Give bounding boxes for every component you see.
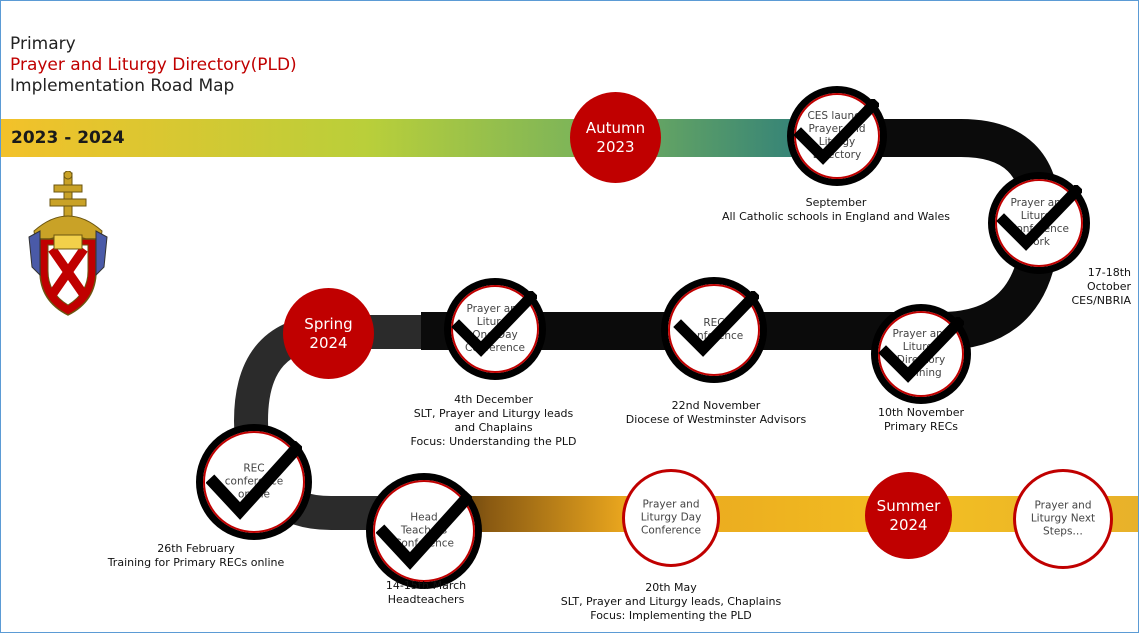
milestone-day-conference-december-label: Prayer and Liturgy One Day Conference — [464, 303, 525, 354]
season-autumn-2023: Autumn 2023 — [570, 92, 661, 183]
milestone-day-conference-may-caption: 20th May SLT, Prayer and Liturgy leads, … — [560, 581, 782, 622]
milestone-rec-conference: REC conference — [661, 277, 767, 383]
milestone-ces-launch-caption: September All Catholic schools in Englan… — [721, 196, 951, 223]
season-autumn-label: Autumn 2023 — [585, 118, 646, 156]
milestone-york-conference: Prayer and Liturgy Conference York — [988, 172, 1090, 274]
milestone-next-steps: Prayer and Liturgy Next Steps… — [1013, 469, 1113, 569]
milestone-rec-online-caption: 26th February Training for Primary RECs … — [107, 542, 285, 569]
milestone-ces-launch-label: CES launch Prayer and Liturgy Directory — [807, 110, 867, 161]
milestone-rec-online-label: REC conference online — [224, 462, 284, 501]
season-spring-2024: Spring 2024 — [283, 288, 374, 379]
milestone-day-conference-may: Prayer and Liturgy Day Conference — [622, 469, 720, 567]
title-primary: Primary — [10, 34, 76, 54]
milestone-york-label: Prayer and Liturgy Conference York — [1008, 197, 1069, 248]
season-summer-2024: Summer 2024 — [865, 472, 952, 559]
milestone-training: Prayer and Liturgy Directory Training — [871, 304, 971, 404]
milestone-day-conference-may-label: Prayer and Liturgy Day Conference — [640, 498, 702, 537]
diocese-crest-icon — [28, 171, 108, 316]
milestone-day-conference-december: Prayer and Liturgy One Day Conference — [444, 278, 546, 380]
milestone-next-steps-label: Prayer and Liturgy Next Steps… — [1030, 499, 1096, 538]
milestone-head-teachers: Head Teachers Conference — [366, 473, 482, 589]
year-label: 2023 - 2024 — [11, 128, 125, 148]
milestone-training-caption: 10th November Primary RECs — [877, 406, 964, 433]
milestone-training-label: Prayer and Liturgy Directory Training — [892, 328, 950, 379]
milestone-head-teachers-label: Head Teachers Conference — [393, 511, 454, 550]
milestone-rec-online: REC conference online — [196, 424, 312, 540]
title-pld: Prayer and Liturgy Directory(PLD) — [10, 55, 297, 75]
milestone-ces-launch: CES launch Prayer and Liturgy Directory — [787, 86, 887, 186]
top-year-band — [1, 119, 816, 157]
milestone-day-conference-december-caption: 4th December SLT, Prayer and Liturgy lea… — [410, 393, 577, 448]
milestone-york-caption: 17-18th October CES/NBRIA — [1071, 266, 1131, 307]
title-road-map: Implementation Road Map — [10, 76, 235, 96]
milestone-rec-conference-caption: 22nd November Diocese of Westminster Adv… — [625, 399, 807, 426]
season-summer-label: Summer 2024 — [876, 496, 941, 534]
season-spring-label: Spring 2024 — [304, 314, 353, 352]
milestone-head-teachers-caption: 14-15th March Headteachers — [385, 579, 467, 606]
milestone-rec-conference-label: REC conference — [684, 317, 744, 342]
